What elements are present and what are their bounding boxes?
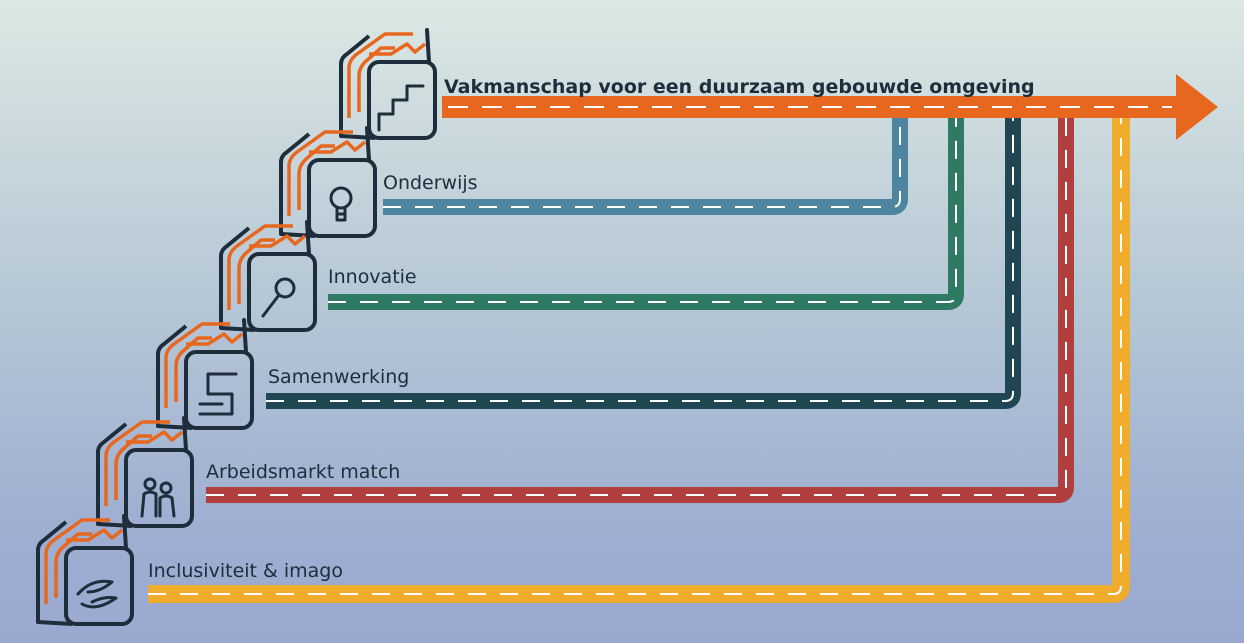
people-bodies [140,490,176,518]
cube-side-outline [219,226,256,332]
stairs-icon [377,84,425,132]
cube-stripe-top [126,430,184,444]
lightbulb-icon [329,186,353,222]
cubes-layer [36,28,437,626]
bulb-base [335,206,347,222]
cube-front-face [124,448,194,528]
cube-1 [339,28,437,140]
cube-stripe-middle [54,532,92,598]
road-innovatie-dashes [328,118,957,303]
cube-side-outline [339,34,376,140]
cube-stripe-top [66,528,124,542]
label-inclusiviteit-imago: Inclusiviteit & imago [148,560,343,582]
cube-stripe-middle [114,434,152,500]
cube-side-outline [156,324,193,430]
cube-stripe-outer [104,420,170,506]
cube-top-edge [242,318,248,354]
road-onderwijs-dashes [383,118,901,208]
main-road-arrowhead [1176,74,1218,140]
cube-stripe-outer [287,130,353,216]
cube-5 [96,416,194,528]
cube-6 [36,514,134,626]
cube-front-face [247,252,317,332]
cube-2 [279,126,377,238]
cube-side-outline [96,422,133,528]
cube-stripe-top [249,234,307,248]
cube-top-edge [365,126,371,162]
cube-top-edge [122,514,128,550]
main-title: Vakmanschap voor een duurzaam gebouwde o… [444,76,1035,98]
person-head-right [159,481,173,495]
cube-stripe-outer [164,322,230,408]
cube-front-face [184,350,254,430]
puzzle-icon [198,372,238,416]
cube-stripe-top [309,140,367,154]
magnifier-icon [261,277,296,318]
label-samenwerking: Samenwerking [268,366,410,388]
label-onderwijs: Onderwijs [383,172,478,194]
road-arbeidsmarkt-match-dashes [206,118,1067,496]
magnifier-handle [261,293,281,318]
bulb-glass [329,186,353,210]
cube-front-face [367,60,437,140]
cube-side-outline [279,132,316,238]
roads-layer [148,74,1218,603]
cube-stripe-top [369,42,427,56]
cube-stripe-outer [44,518,110,604]
road-samenwerking-dashes [266,118,1014,402]
person-head-left [143,477,157,491]
cube-top-edge [305,220,311,256]
cube-front-face [64,546,134,626]
cube-3 [219,220,317,332]
hands-icon [76,579,118,609]
people-icon [140,477,176,518]
cube-stripe-middle [237,238,275,304]
cube-4 [156,318,254,430]
cube-stripe-top [186,332,244,346]
magnifier-lens [274,277,296,299]
cube-stripe-outer [227,224,293,310]
cube-stripe-middle [297,144,335,210]
cube-top-edge [425,28,431,64]
label-arbeidsmarkt-match: Arbeidsmarkt match [206,461,401,483]
cube-side-outline [36,520,73,626]
cube-stripe-outer [347,32,413,118]
cube-top-edge [182,416,188,452]
cube-stripe-middle [357,46,395,112]
road-inclusiviteit-imago [148,118,1130,603]
main-road [442,96,1180,118]
cube-stripe-middle [174,336,212,402]
cube-front-face [307,158,377,238]
label-innovatie: Innovatie [328,266,417,288]
road-inclusiviteit-imago-dashes [148,118,1122,595]
